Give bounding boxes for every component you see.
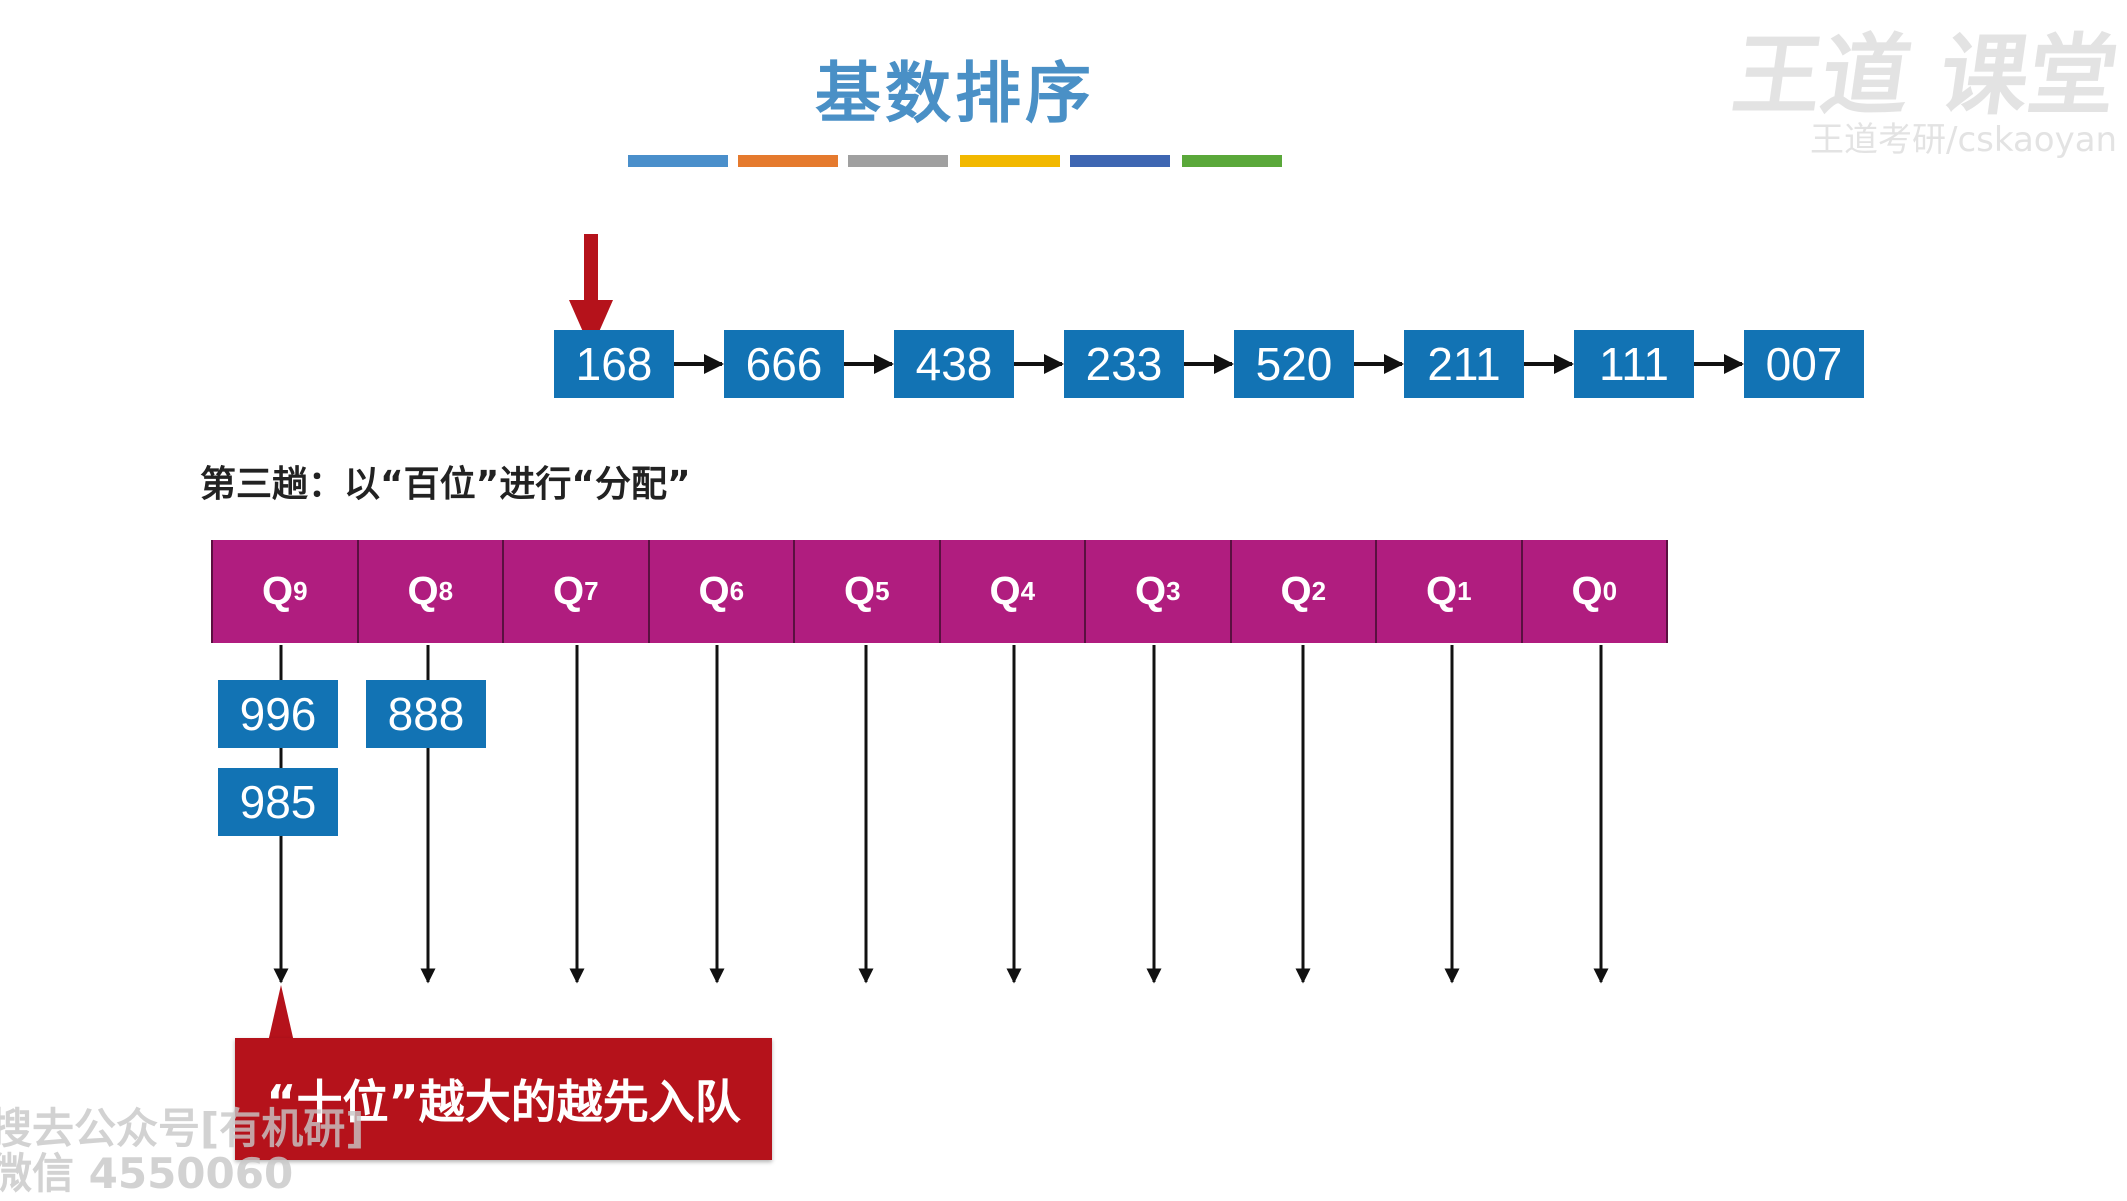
slide-title: 基数排序 [815, 55, 1095, 132]
slide: 王道 课堂 王道考研/cskaoyan 基数排序 [0, 24, 2124, 1198]
color-bar-6 [1182, 155, 1282, 167]
brand-watermark-subtitle: 王道考研/cskaoyan [1810, 120, 2118, 160]
list-node-2: 666 [724, 330, 844, 398]
list-node-5: 520 [1234, 330, 1354, 398]
color-bar-1 [628, 155, 728, 167]
queue-item-q9-2: 985 [218, 768, 338, 836]
color-bar-3 [848, 155, 948, 167]
list-node-1: 168 [554, 330, 674, 398]
list-node-8: 007 [1744, 330, 1864, 398]
watermark-bottom-line1: 搜去公众号[有机研] [0, 1104, 365, 1153]
pass-description: 第三趟：以“百位”进行“分配” [200, 464, 691, 505]
list-node-7: 111 [1574, 330, 1694, 398]
color-bar-4 [960, 155, 1060, 167]
pointer-arrow-icon [569, 234, 613, 350]
list-node-6: 211 [1404, 330, 1524, 398]
watermark-bottom-line2: 微信 4550060 [0, 1149, 294, 1198]
list-node-4: 233 [1064, 330, 1184, 398]
queue-item-q9-1: 996 [218, 680, 338, 748]
color-bar-2 [738, 155, 838, 167]
queue-item-q8-1: 888 [366, 680, 486, 748]
callout-box: “十位”越大的越先入队 [235, 1038, 772, 1160]
list-node-3: 438 [894, 330, 1014, 398]
color-bar-5 [1070, 155, 1170, 167]
callout-pointer [268, 985, 294, 1042]
